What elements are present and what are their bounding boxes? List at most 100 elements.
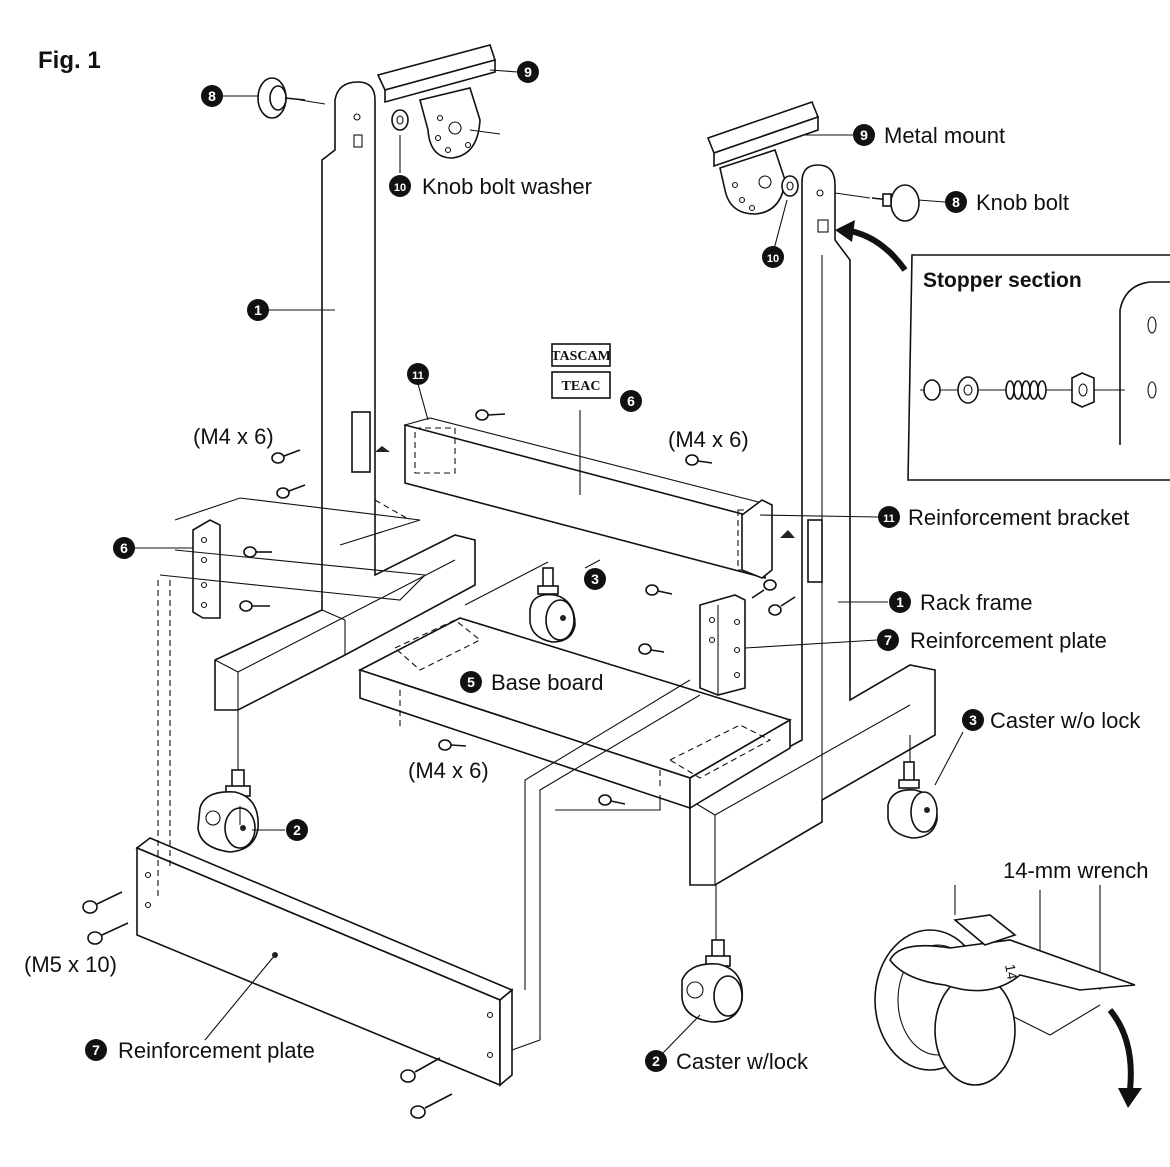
wrench-marking: 14 <box>1002 963 1020 981</box>
stopper-title: Stopper section <box>923 269 1082 292</box>
callout-4: 6 <box>620 390 642 412</box>
metal-mount-right <box>706 100 820 215</box>
svg-text:7: 7 <box>884 632 892 648</box>
callout-9-left: 9 <box>517 61 539 83</box>
screw-label-m4-right: (M4 x 6) <box>668 427 749 452</box>
callout-11-right: 11 <box>878 506 900 528</box>
brand-plates: TASCAM TEAC <box>551 343 611 399</box>
svg-text:1: 1 <box>896 594 904 610</box>
screw <box>82 891 123 914</box>
screw-labels: (M4 x 6) (M4 x 6) (M4 x 6) (M5 x 10) <box>24 424 749 977</box>
svg-text:5: 5 <box>467 674 475 690</box>
callout-badges: 8 9 10 1 11 6 6 3 5 2 7 9 8 10 11 1 7 3 … <box>85 61 984 1072</box>
screw <box>410 1093 453 1119</box>
screw <box>638 643 665 655</box>
teac-text: TEAC <box>562 379 601 394</box>
screw <box>438 739 467 751</box>
callout-10-left: 10 <box>389 175 411 197</box>
callout-6-left: 6 <box>113 537 135 559</box>
crossbar <box>351 410 823 583</box>
base-board <box>357 617 792 810</box>
callout-10-right: 10 <box>762 246 784 268</box>
angle-bracket-left <box>159 497 427 619</box>
label-caster-w-lock: Caster w/lock <box>676 1049 809 1074</box>
callout-2-left: 2 <box>286 819 308 841</box>
wrench-detail: 14 <box>874 885 1142 1108</box>
svg-text:11: 11 <box>883 513 895 525</box>
screw <box>276 484 306 499</box>
tascam-plate <box>551 343 611 367</box>
inset-arrow <box>835 220 908 272</box>
stopper-inset: Stopper section <box>907 254 1170 481</box>
callout-3-center: 3 <box>584 568 606 590</box>
screw-label-m4-left: (M4 x 6) <box>193 424 274 449</box>
svg-text:7: 7 <box>92 1042 100 1058</box>
callout-2-right: 2 <box>645 1050 667 1072</box>
screw <box>768 596 796 616</box>
svg-text:1: 1 <box>254 302 262 318</box>
callout-6-right: 7 <box>877 629 899 651</box>
label-caster-wo-lock: Caster w/o lock <box>990 708 1141 733</box>
figure-title: Fig. 1 <box>38 47 101 74</box>
screw <box>87 922 129 945</box>
svg-text:9: 9 <box>524 64 532 80</box>
guide-lines <box>237 99 911 1040</box>
svg-text:6: 6 <box>120 540 128 556</box>
screw <box>400 1057 441 1083</box>
rack-frame-left <box>214 81 476 711</box>
callout-1-left: 1 <box>247 299 269 321</box>
label-knob-bolt: Knob bolt <box>976 190 1069 215</box>
label-base-board: Base board <box>491 670 604 695</box>
label-reinforcement-bracket: Reinforcement bracket <box>908 505 1129 530</box>
svg-text:9: 9 <box>860 127 868 143</box>
callout-7: 7 <box>85 1039 107 1061</box>
label-rack-frame: Rack frame <box>920 590 1032 615</box>
svg-text:2: 2 <box>652 1053 660 1069</box>
washer-right <box>781 175 799 197</box>
caster-lock-right <box>681 939 744 1023</box>
screw <box>645 584 673 596</box>
label-wrench: 14-mm wrench <box>1003 858 1148 883</box>
tascam-text: TASCAM <box>551 349 611 364</box>
label-metal-mount: Metal mount <box>884 123 1005 148</box>
callout-8-left: 8 <box>201 85 223 107</box>
screw-label-m4-center: (M4 x 6) <box>408 758 489 783</box>
caster-lock-left <box>197 769 259 853</box>
spring <box>1005 380 1047 400</box>
callout-8-right: 8 <box>945 191 967 213</box>
screw-label-m5: (M5 x 10) <box>24 952 117 977</box>
washer-left <box>391 109 409 131</box>
caster-nolock-right <box>887 761 938 839</box>
metal-mount-left <box>376 44 501 159</box>
screw <box>475 409 506 421</box>
knob-bolt-left <box>257 77 306 119</box>
screw <box>598 794 626 806</box>
screw <box>271 449 301 464</box>
callout-11-left: 11 <box>407 363 429 385</box>
screw <box>243 546 272 558</box>
screw <box>239 600 270 612</box>
callout-3-right: 3 <box>962 709 984 731</box>
knob-bolt-right <box>871 184 920 222</box>
callout-5: 5 <box>460 671 482 693</box>
svg-text:10: 10 <box>767 253 779 265</box>
callout-9-right: 9 <box>853 124 875 146</box>
reinforcement-plate <box>135 580 541 1087</box>
svg-text:3: 3 <box>591 571 599 587</box>
angle-bracket-right <box>699 594 746 696</box>
svg-text:6: 6 <box>627 393 635 409</box>
svg-text:3: 3 <box>969 712 977 728</box>
teac-plate <box>551 371 611 399</box>
leader-lines <box>135 69 964 1054</box>
svg-text:8: 8 <box>952 194 960 210</box>
svg-text:10: 10 <box>394 182 406 194</box>
svg-text:2: 2 <box>293 822 301 838</box>
screw <box>685 454 713 466</box>
screw <box>751 579 777 599</box>
label-reinforcement-plate: Reinforcement plate <box>118 1038 315 1063</box>
part-labels: Knob bolt washer Base board Reinforcemen… <box>118 123 1148 1074</box>
label-knob-bolt-washer: Knob bolt washer <box>422 174 592 199</box>
svg-text:8: 8 <box>208 88 216 104</box>
callout-1-right: 1 <box>889 591 911 613</box>
